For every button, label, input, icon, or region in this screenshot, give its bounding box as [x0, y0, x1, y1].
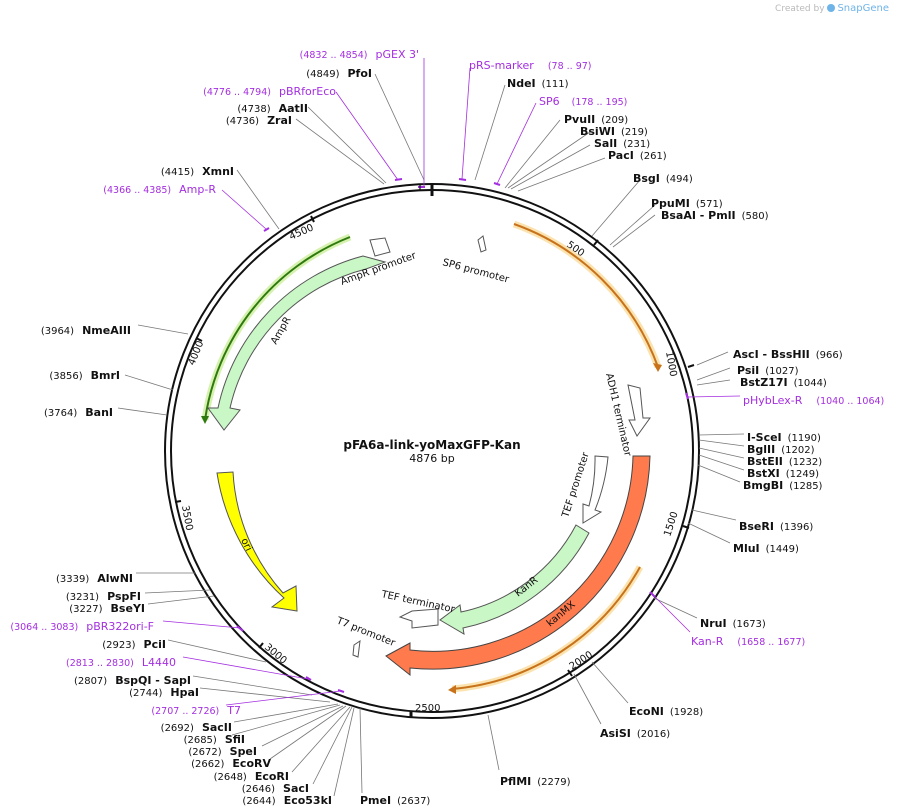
snapgene-logo-icon [827, 4, 836, 12]
backbone-outer [164, 183, 700, 719]
site-PspFI[interactable]: (3231)PspFI [65, 590, 141, 603]
t7-promoter-arrow [352, 639, 361, 658]
site-PfoI[interactable]: (4849)PfoI [306, 67, 372, 80]
site-ZraI[interactable]: (4736)ZraI [225, 114, 292, 127]
adh1-terminator-arrow [627, 384, 651, 437]
site-PmeI[interactable]: PmeI(2637) [360, 794, 431, 807]
t7-promoter-label: T7 promoter [334, 615, 397, 649]
tick-label-3000: 3000 [262, 642, 289, 667]
ampR-primer-arc-head [201, 416, 209, 424]
tick-1500 [682, 525, 690, 529]
site-Eco53kI[interactable]: (2644)Eco53kI [242, 794, 332, 807]
tick-label-2000: 2000 [568, 649, 595, 672]
sp6-promoter-arrow [477, 235, 487, 253]
primer-arc-top-line [513, 223, 659, 368]
site-leaders-left [117, 73, 425, 797]
site-EcoNI[interactable]: EcoNI(1928) [629, 705, 704, 718]
site-SalI[interactable]: SalI(231) [594, 137, 651, 150]
site-BmrI[interactable]: (3856)BmrI [49, 369, 120, 382]
site-BstEII[interactable]: BstEII(1232) [747, 455, 823, 468]
primer-pBRforEco[interactable]: (4776 .. 4794)pBRforEco [203, 85, 336, 98]
site-BspQI-SapI[interactable]: (2807)BspQI - SapI [73, 674, 191, 687]
tick-500 [593, 239, 599, 246]
site-BglII[interactable]: BglII(1202) [747, 443, 815, 456]
primer-Kan-R[interactable]: Kan-R(1658 .. 1677) [691, 635, 806, 648]
site-NmeAIII[interactable]: (3964)NmeAIII [40, 324, 131, 337]
primer-Amp-R[interactable]: (4366 .. 4385)Amp-R [103, 183, 216, 196]
site-I-SceI[interactable]: I-SceI(1190) [747, 431, 821, 444]
tick-2000 [567, 669, 573, 677]
site-EcoRI[interactable]: (2648)EcoRI [213, 770, 289, 783]
primer-T7[interactable]: (2707 .. 2726)T7 [151, 704, 241, 717]
ampR-primer-arc-line [204, 236, 351, 421]
primer-arc-bottom-line [451, 566, 641, 690]
site-AsiSI[interactable]: AsiSI(2016) [600, 727, 671, 740]
site-BsaAI-PmlI[interactable]: BsaAI - PmlI(580) [661, 209, 769, 222]
site-leaders [359, 84, 745, 794]
site-EcoRV[interactable]: (2662)EcoRV [191, 757, 271, 770]
site-SacI[interactable]: (2646)SacI [241, 782, 309, 795]
primer-pGEX3[interactable]: (4832 .. 4854)pGEX 3' [299, 48, 419, 61]
site-BseRI[interactable]: BseRI(1396) [739, 520, 814, 533]
tef-terminator-arrow [398, 608, 439, 629]
site-BseYI[interactable]: (3227)BseYI [69, 602, 145, 615]
tick-label-4000: 4000 [187, 339, 207, 367]
plasmid-name: pFA6a-link-yoMaxGFP-Kan [343, 438, 520, 452]
tick-3500 [174, 500, 182, 503]
tick-label-1500: 1500 [662, 510, 680, 538]
site-BstXI[interactable]: BstXI(1249) [747, 467, 820, 480]
site-BmgBI[interactable]: BmgBI(1285) [743, 479, 823, 492]
site-MluI[interactable]: MluI(1449) [733, 542, 799, 555]
tick-label-1000: 1000 [663, 351, 678, 378]
site-BstZ17I[interactable]: BstZ17I(1044) [740, 376, 827, 389]
site-PciI[interactable]: (2923)PciI [102, 638, 166, 651]
site-PacI[interactable]: PacI(261) [608, 149, 667, 162]
site-NdeI[interactable]: NdeI(111) [507, 77, 569, 90]
primer-SP6[interactable]: SP6(178 .. 195) [539, 95, 628, 108]
ori-arrow [216, 471, 298, 612]
site-BanI[interactable]: (3764)BanI [44, 406, 113, 419]
credit-brand: SnapGene [837, 3, 889, 14]
primer-arc-top-head [653, 363, 662, 372]
site-XmnI[interactable]: (4415)XmnI [160, 165, 234, 178]
snapgene-credit: Created by SnapGene [775, 3, 889, 14]
credit-prefix: Created by [775, 4, 825, 14]
site-SacII[interactable]: (2692)SacII [160, 721, 232, 734]
site-NruI[interactable]: NruI(1673) [700, 617, 766, 630]
primer-arc-bottom-head [448, 685, 456, 694]
site-AscI-BssHII[interactable]: AscI - BssHII(966) [733, 348, 843, 361]
primer-pBR322ori-F[interactable]: (3064 .. 3083)pBR322ori-F [10, 620, 154, 633]
tef-promoter-arrow [582, 455, 609, 524]
kanMX-arrow [385, 455, 651, 677]
ampR-arrow [207, 255, 387, 431]
site-PvuII[interactable]: PvuII(209) [564, 113, 629, 126]
site-PflMI[interactable]: PflMI(2279) [500, 775, 571, 788]
primer-pRS-marker[interactable]: pRS-marker(78 .. 97) [469, 59, 592, 72]
ori-label: ori [238, 537, 253, 553]
plasmid-size: 4876 bp [409, 452, 454, 465]
primer-leaders [162, 58, 741, 706]
tick-1000 [687, 364, 695, 368]
site-AatII[interactable]: (4738)AatII [237, 102, 308, 115]
tick-label-2500: 2500 [415, 703, 440, 714]
site-AlwNI[interactable]: (3339)AlwNI [55, 572, 133, 585]
kanR-arrow [439, 524, 590, 635]
site-PpuMI[interactable]: PpuMI(571) [651, 197, 723, 210]
primer-pHybLex-R[interactable]: pHybLex-R(1040 .. 1064) [743, 394, 885, 407]
site-BsiWI[interactable]: BsiWI(219) [580, 125, 648, 138]
primer-L4440[interactable]: (2813 .. 2830)L4440 [66, 656, 176, 669]
tick-4500 [310, 215, 315, 223]
primer-arc-top [512, 220, 662, 369]
site-SpeI[interactable]: (2672)SpeI [188, 745, 257, 758]
site-PsiI[interactable]: PsiI(1027) [737, 364, 799, 377]
site-HpaI[interactable]: (2744)HpaI [129, 686, 199, 699]
tick-label-3500: 3500 [179, 505, 194, 532]
sp6-promoter-label: SP6 promoter [441, 257, 511, 286]
site-SfiI[interactable]: (2685)SfiI [183, 733, 245, 746]
site-BsgI[interactable]: BsgI(494) [633, 172, 693, 185]
tick-3000 [258, 642, 264, 649]
ampR-promoter-arrow [369, 237, 391, 257]
tick-4000 [195, 337, 203, 342]
